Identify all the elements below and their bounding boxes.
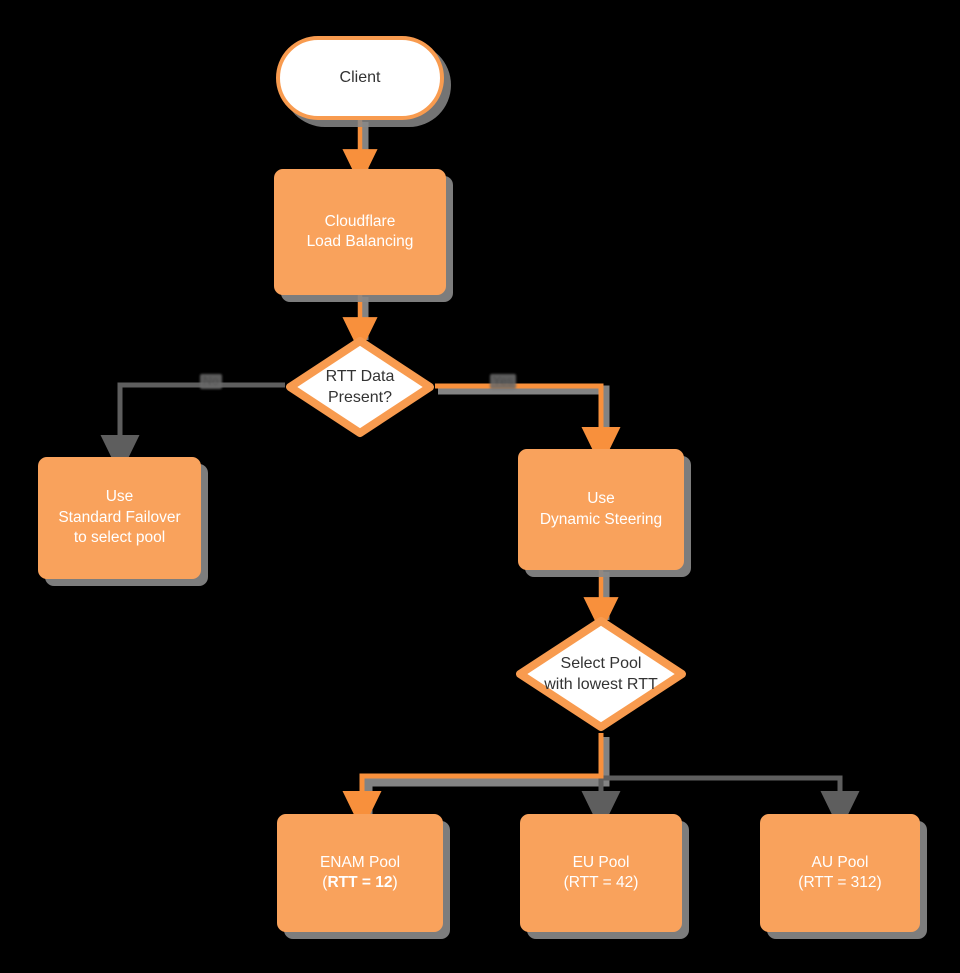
node-standard-failover[interactable]: Use Standard Failover to select pool	[38, 457, 201, 579]
node-client[interactable]: Client	[276, 36, 444, 120]
node-cloudflare-load-balancing[interactable]: Cloudflare Load Balancing	[274, 169, 446, 295]
node-rtt-data-present[interactable]: RTT Data Present?	[282, 333, 438, 441]
node-eu-pool-line2: (RTT = 42)	[563, 874, 639, 891]
node-standard-failover-line3: to select pool	[73, 529, 166, 547]
node-enam-pool-line2: (RTT = 12)	[320, 873, 400, 893]
node-au-pool[interactable]: AU Pool (RTT = 312)	[760, 814, 920, 932]
node-au-pool-line1: AU Pool	[811, 853, 869, 871]
node-enam-pool-line1: ENAM Pool	[319, 853, 401, 871]
node-eu-pool-line1: EU Pool	[572, 853, 630, 871]
diamond-shape-select-pool	[516, 617, 686, 731]
node-standard-failover-line1: Use	[105, 488, 134, 506]
node-au-pool-line2: (RTT = 312)	[798, 874, 882, 891]
node-eu-pool[interactable]: EU Pool (RTT = 42)	[520, 814, 682, 932]
edge-select-pool-to-enam-pool	[342, 733, 604, 832]
edge-rtt-no-to-standard-failover	[100, 382, 285, 476]
edge-label-rtt-yes: Yes	[490, 374, 517, 390]
node-enam-pool[interactable]: ENAM Pool (RTT = 12)	[277, 814, 443, 932]
node-enam-pool-paren-open: (	[322, 874, 328, 891]
node-dynamic-steering-line1: Use	[587, 490, 615, 508]
node-client-label: Client	[339, 69, 381, 87]
diamond-shape-rtt	[286, 337, 434, 437]
edge-label-rtt-no: No	[200, 374, 222, 390]
node-enam-pool-rtt-value: RTT = 12	[327, 874, 393, 891]
edge-rtt-yes-to-dynamic-steering	[435, 383, 621, 468]
node-dynamic-steering[interactable]: Use Dynamic Steering	[518, 449, 684, 570]
node-enam-pool-paren-close: )	[392, 874, 398, 891]
node-dynamic-steering-line2: Dynamic Steering	[539, 510, 663, 528]
node-standard-failover-line2: Standard Failover	[58, 508, 181, 526]
node-select-pool-lowest-rtt[interactable]: Select Pool with lowest RTT	[512, 613, 690, 735]
node-lb-label-line1: Cloudflare	[324, 212, 396, 230]
node-lb-label-line2: Load Balancing	[306, 233, 414, 250]
edge-select-pool-to-au-pool	[601, 775, 860, 832]
